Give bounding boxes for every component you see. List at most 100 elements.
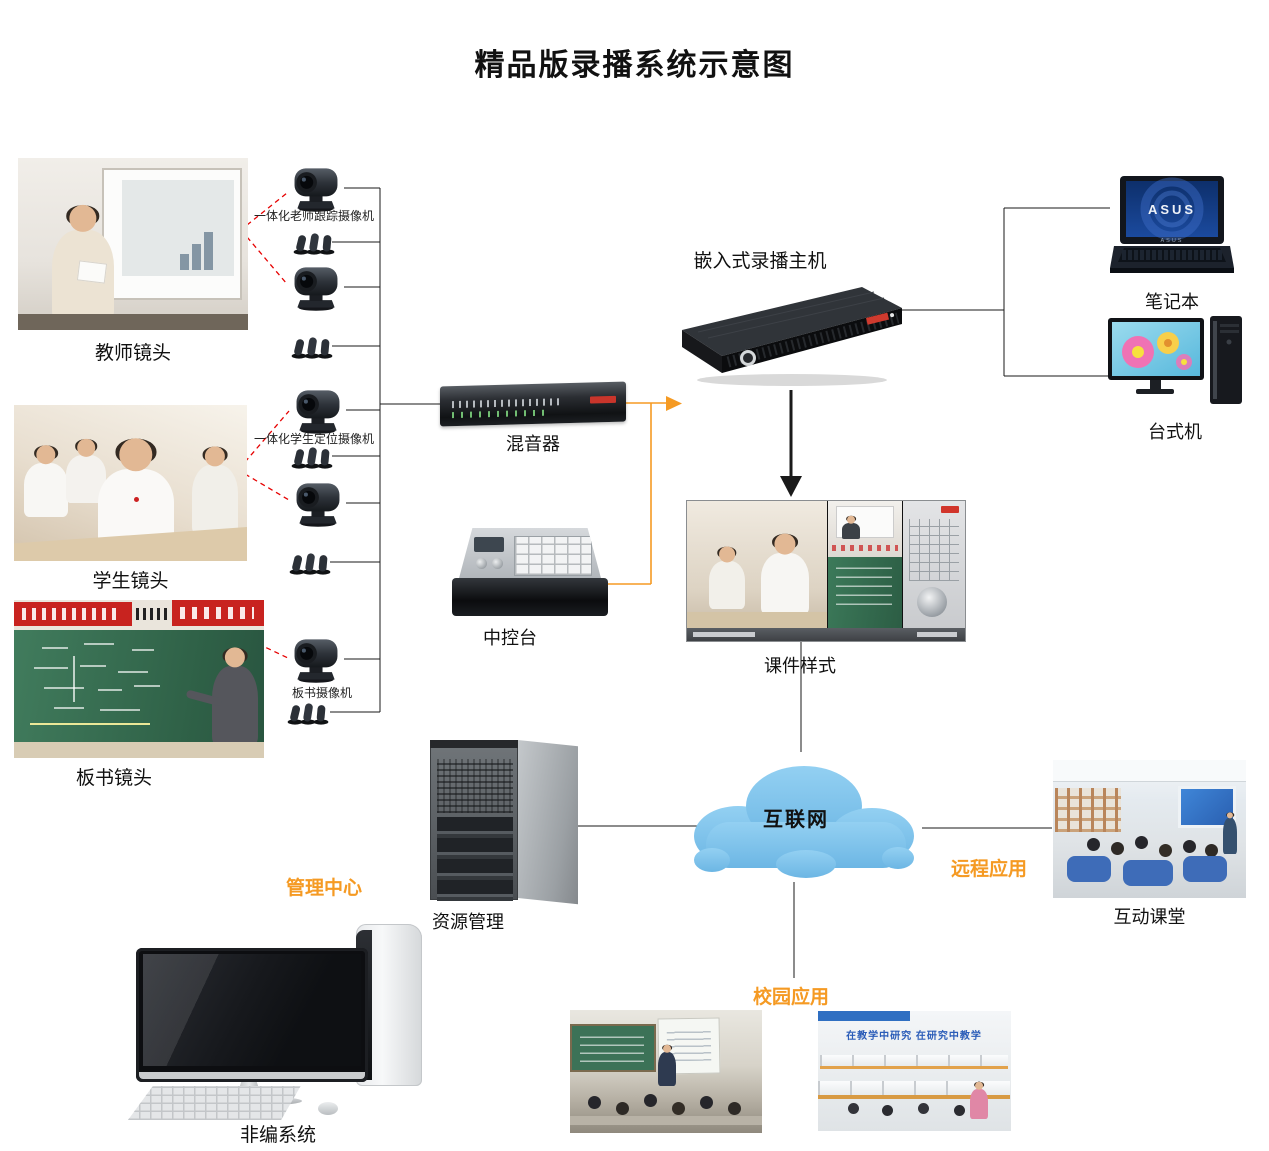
laptop-screen-brand: ASUS (1148, 202, 1196, 217)
panel-button-grid (909, 519, 959, 581)
chalk-writing (30, 643, 160, 725)
board-camera-label: 板书摄像机 (292, 686, 353, 700)
diagram-title: 精品版录播系统示意图 (474, 49, 795, 82)
camera-bus-links (330, 187, 441, 713)
person-figure (192, 465, 238, 535)
editing-workstation-device (128, 922, 428, 1124)
host-label: 嵌入式录播主机 (693, 251, 827, 272)
red-banner (172, 600, 264, 626)
badge-pin (134, 497, 139, 502)
keyboard (128, 1086, 301, 1120)
desktop-device (1108, 316, 1242, 404)
desk-row (820, 1055, 1008, 1069)
mid-video-column (827, 501, 903, 628)
teacher-camera-label: 一体化老师跟踪摄像机 (254, 209, 375, 223)
courseware-preview-window (686, 500, 966, 642)
microphone-array-icon (290, 443, 334, 469)
console-panel (458, 528, 602, 582)
blackboard-scene-photo (14, 600, 264, 758)
mixer-label: 混音器 (506, 434, 560, 454)
wall-slogan: 在教学中研究 在研究中教学 (846, 1031, 982, 1042)
microphone-array-icon (288, 549, 332, 575)
sofa (1067, 856, 1111, 882)
server-front-panel (430, 746, 518, 901)
interactive-classroom-photo (1053, 760, 1246, 898)
server-drive-bays (437, 817, 513, 901)
desk-row (818, 1081, 1010, 1099)
blue-banner-strip (818, 1011, 910, 1021)
teacher-scene-photo (18, 158, 248, 330)
console-display (474, 537, 504, 552)
status-bar (687, 628, 965, 641)
ptz-camera-icon (288, 163, 344, 213)
person-figure (212, 666, 258, 746)
computer-room-photo: 在教学中研究 在研究中教学 (818, 1011, 1011, 1131)
person-figure (970, 1089, 988, 1119)
resource-server-device (430, 740, 578, 906)
internet-label: 互联网 (763, 808, 829, 831)
laptop-bezel-brand: ASUS (1161, 238, 1184, 244)
laptop-label: 笔记本 (1145, 292, 1199, 312)
console-button-grid (514, 536, 592, 576)
campus-classroom-photo (570, 1010, 762, 1133)
people-heads (848, 1103, 859, 1114)
students-video-pane (687, 501, 827, 628)
person-figure (709, 561, 745, 609)
microphone-array-icon (290, 333, 334, 359)
teacher-video-pane (828, 501, 902, 557)
students-heads (588, 1096, 601, 1109)
jog-dial-icon (917, 587, 947, 617)
server-top-cap (430, 740, 518, 748)
remote-app-label: 远程应用 (951, 859, 1028, 880)
knob-icon (492, 558, 503, 569)
knob-icon (476, 558, 487, 569)
camera-dashed-links (244, 192, 290, 659)
paper-sheet (76, 260, 108, 284)
monitor-screen (143, 954, 361, 1066)
sofa (1183, 856, 1227, 882)
ptz-camera-icon (288, 262, 344, 312)
central-control-console (452, 528, 608, 616)
board-video-pane (828, 557, 902, 628)
teacher-scene-label: 教师镜头 (94, 343, 171, 364)
ceiling (1053, 760, 1246, 782)
person-figure (1223, 818, 1237, 854)
laptop-device: ASUS ASUS (1110, 176, 1234, 273)
logo-badge (941, 506, 959, 513)
student-scene-label: 学生镜头 (92, 571, 169, 592)
microphone-array-icon (286, 699, 330, 725)
interactive-classroom-label: 互动课堂 (1113, 907, 1186, 927)
ptz-camera-icon (290, 478, 346, 528)
children-heads (1087, 838, 1100, 851)
management-center-label: 管理中心 (286, 878, 363, 899)
ptz-camera-icon (288, 634, 344, 684)
control-panel (903, 501, 965, 628)
campus-app-label: 校园应用 (753, 987, 830, 1008)
projection-screen (122, 180, 234, 276)
audio-mixer-device (440, 381, 626, 427)
server-vents (437, 759, 513, 813)
workstation-monitor (136, 948, 368, 1082)
desktop-label: 台式机 (1148, 422, 1202, 442)
courseware-videos (687, 501, 965, 628)
mixer-logo (590, 395, 616, 404)
mini-whiteboard (836, 506, 894, 538)
blackboard-scene-label: 板书镜头 (75, 768, 152, 789)
internet-cloud: 互联网 (694, 766, 914, 878)
server-side-panel (518, 740, 578, 905)
courseware-label: 课件样式 (764, 656, 836, 676)
desk-strip (570, 1116, 762, 1125)
console-chassis (452, 578, 608, 616)
recording-host-device (682, 287, 902, 386)
student-scene-photo (14, 405, 247, 561)
person-figure (761, 553, 809, 615)
ptz-camera-icon (290, 385, 346, 435)
host-client-links (898, 207, 1110, 377)
whiteboard (102, 168, 242, 300)
person-figure (24, 463, 68, 517)
person-figure (658, 1052, 676, 1086)
sofa (1123, 860, 1173, 886)
monitor-bottom-strip (139, 1072, 365, 1079)
nle-label: 非编系统 (239, 1125, 316, 1146)
